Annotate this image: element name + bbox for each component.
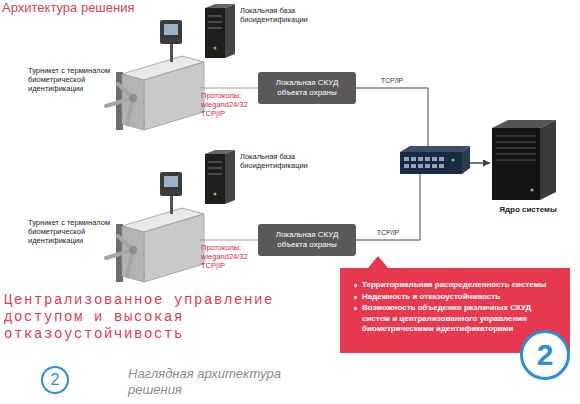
node-text: 2: [537, 338, 554, 372]
network-connector: [356, 163, 490, 240]
turnstile-label: Турникет с терминалом биометрической иде…: [28, 66, 116, 93]
callout-notch: [368, 256, 388, 268]
switch-port: [411, 164, 416, 168]
node-text: Ядро системы: [499, 205, 557, 214]
switch-port: [418, 157, 423, 161]
drive-bay: [496, 148, 536, 149]
core-server-node: Ядро системы: [490, 118, 566, 214]
switch-port: [425, 157, 430, 161]
node-text: Территориальная распределенность системы: [362, 280, 558, 291]
access-control-box: Локальная СКУД объекта охраны: [258, 72, 356, 104]
switch-port: [439, 157, 444, 161]
protocol-label: Протоколы: wiegand24/32 TCP|IP: [201, 91, 256, 118]
node-text: Локальная СКУД объекта охраны: [268, 78, 346, 98]
node-text: Возможность объедения различных СКУД сис…: [362, 303, 558, 335]
diagram-caption: Наглядная архитектура решения: [128, 366, 288, 398]
switch-led: [452, 159, 455, 162]
protocol-wire: [200, 240, 258, 241]
node-text: 2: [51, 371, 60, 389]
diagram-title: Архитектура решения: [2, 0, 135, 15]
switch-port: [432, 157, 437, 161]
turnstile-label: Турникет с терминалом биометрической иде…: [28, 218, 116, 245]
turnstile-illustration: [106, 172, 204, 282]
server-label: Локальная база биоидентификации: [240, 152, 330, 170]
switch-side: [462, 146, 470, 174]
switch-port: [425, 164, 430, 168]
server-front: [492, 128, 540, 200]
switch-port: [404, 157, 409, 161]
connector-label: TCP/IP: [368, 229, 408, 236]
protocol-wire: [200, 88, 258, 89]
server-led: [531, 189, 534, 192]
core-server-icon: [492, 120, 556, 200]
node-text: Надежность и отказоустойчивость: [362, 292, 558, 303]
connector-label: TCP/IP: [372, 77, 412, 84]
network-connector: [356, 88, 490, 163]
switch-port: [411, 157, 416, 161]
drive-bay: [496, 154, 536, 155]
protocol-label: Протоколы: wiegand24/32 TCP|IP: [201, 243, 256, 270]
switch-top: [400, 146, 470, 152]
database-server-icon: [205, 150, 235, 204]
callout-number: 2: [520, 330, 570, 380]
database-server-icon: [205, 4, 235, 58]
node-text: Локальная СКУД объекта охраны: [268, 230, 346, 250]
server-side: [540, 120, 556, 200]
access-control-box: Локальная СКУД объекта охраны: [258, 224, 356, 256]
switch-port: [418, 164, 423, 168]
drive-bay: [496, 160, 536, 161]
switch-port: [432, 164, 437, 168]
turnstile-illustration: [106, 20, 204, 130]
drive-bay: [496, 142, 536, 143]
switch-front: [400, 152, 462, 174]
slogan-text: Централизованное управление доступом и в…: [4, 292, 294, 343]
switch-port: [439, 164, 444, 168]
switch-port: [404, 164, 409, 168]
callout-number: 2: [41, 366, 69, 394]
server-top: [492, 120, 556, 128]
network-switch-icon: [400, 146, 470, 174]
server-label: Локальная база биоидентификации: [240, 6, 330, 24]
drive-bay: [496, 136, 536, 137]
